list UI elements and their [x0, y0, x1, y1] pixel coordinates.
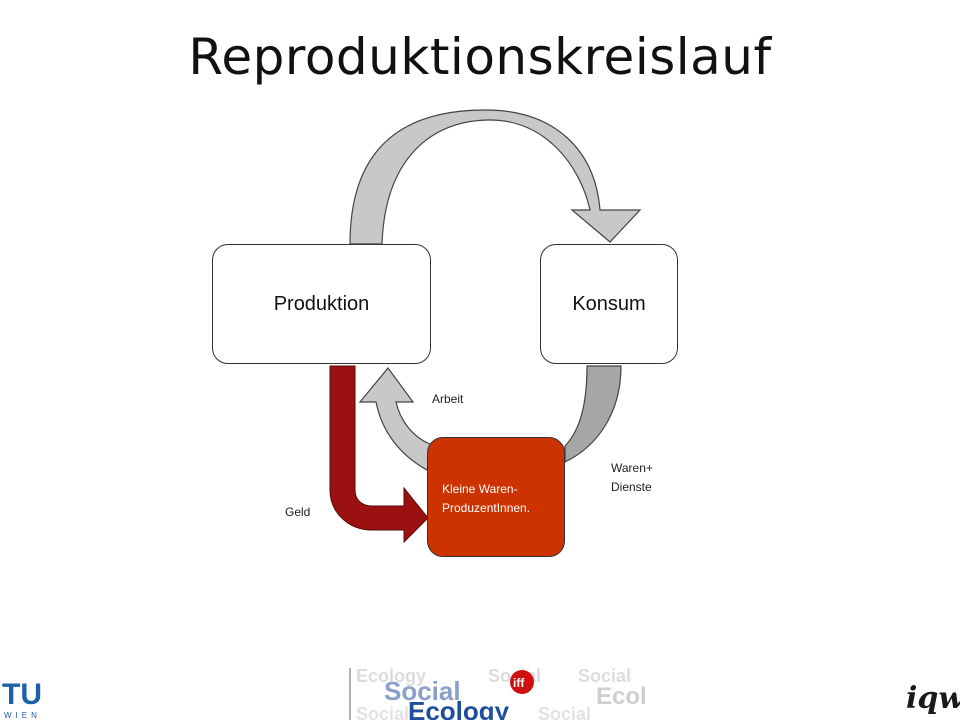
node-konsum: Konsum — [540, 244, 678, 364]
flow-arrow-produktion-konsum — [349, 109, 642, 245]
node-kleine-label-line2: ProduzentInnen. — [442, 501, 531, 515]
flow-arrow-arbeit — [358, 367, 433, 471]
svg-text:Social: Social — [356, 704, 409, 720]
svg-text:Social: Social — [578, 668, 631, 686]
iff-logo-badge: iff — [513, 676, 525, 690]
flow-label-arbeit: Arbeit — [432, 392, 464, 406]
tu-wien-logo: TU WIEN — [2, 678, 42, 720]
iff-logo-ecology: Ecology — [408, 696, 510, 720]
tu-logo-sub: WIEN — [4, 711, 41, 720]
iqw-logo: iqw — [906, 681, 960, 716]
flow-label-waren-line2: Dienste — [611, 480, 652, 494]
iff-logo-social: Social — [384, 676, 461, 706]
node-kleine-warenproduzentinnen: Kleine Waren- ProduzentInnen. — [427, 437, 565, 557]
flow-label-geld: Geld — [285, 505, 311, 519]
iff-social-ecology-logo: Ecology Social Social Social Social Ecol… — [348, 668, 678, 720]
svg-text:Ecol: Ecol — [596, 683, 647, 710]
svg-text:Social: Social — [538, 704, 591, 720]
node-produktion-label: Produktion — [273, 292, 370, 315]
node-kleine-label-line1: Kleine Waren- — [442, 482, 518, 496]
tu-logo-main: TU — [2, 678, 42, 711]
svg-text:Ecology: Ecology — [356, 668, 426, 686]
node-produktion: Produktion — [212, 244, 431, 364]
flow-arrow-waren-dienste — [564, 365, 622, 463]
flow-label-waren-line1: Waren+ — [611, 461, 653, 475]
iff-badge-icon — [510, 670, 534, 694]
flow-label-waren-dienste: Waren+ Dienste — [611, 459, 653, 497]
iqw-logo-text: iqw — [906, 681, 960, 716]
node-konsum-label: Konsum — [572, 292, 646, 315]
slide-title: Reproduktionskreislauf — [188, 28, 772, 86]
